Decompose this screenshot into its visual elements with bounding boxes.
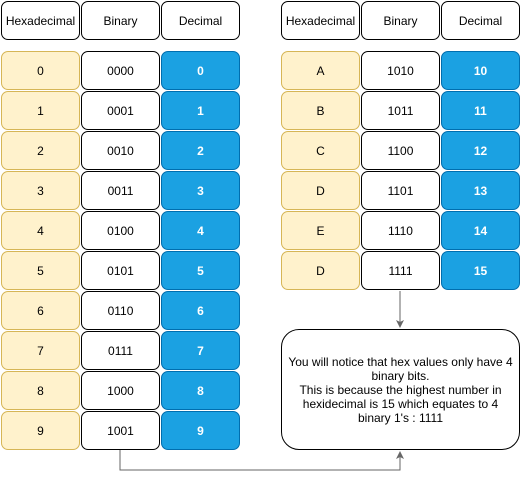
left-hex-cell: 4 xyxy=(1,211,80,250)
explanation-note: You will notice that hex values only hav… xyxy=(281,329,520,450)
left-bin-cell: 0010 xyxy=(81,131,160,170)
right-hex-cell: E xyxy=(281,211,360,250)
left-bin-cell: 0111 xyxy=(81,331,160,370)
right-bin-cell: 1010 xyxy=(361,51,440,90)
left-hex-cell: 7 xyxy=(1,331,80,370)
note-line-2: This is because the highest number in he… xyxy=(299,382,502,425)
right-bin-cell: 1110 xyxy=(361,211,440,250)
left-bin-cell: 0110 xyxy=(81,291,160,330)
left-bin-cell: 0001 xyxy=(81,91,160,130)
left-hex-cell: 5 xyxy=(1,251,80,290)
right-hex-cell: C xyxy=(281,131,360,170)
right-header-decimal: Decimal xyxy=(441,1,520,40)
right-hex-cell: D xyxy=(281,171,360,210)
left-dec-cell: 8 xyxy=(161,371,240,410)
left-hex-cell: 8 xyxy=(1,371,80,410)
left-dec-cell: 1 xyxy=(161,91,240,130)
left-dec-cell: 9 xyxy=(161,411,240,450)
left-dec-cell: 7 xyxy=(161,331,240,370)
left-bin-cell: 1000 xyxy=(81,371,160,410)
left-hex-cell: 2 xyxy=(1,131,80,170)
left-header-hexadecimal: Hexadecimal xyxy=(1,1,80,40)
right-dec-cell: 11 xyxy=(441,91,520,130)
right-header-hexadecimal: Hexadecimal xyxy=(281,1,360,40)
left-hex-cell: 3 xyxy=(1,171,80,210)
left-bin-cell: 0000 xyxy=(81,51,160,90)
left-bin-cell: 0100 xyxy=(81,211,160,250)
left-hex-cell: 0 xyxy=(1,51,80,90)
right-hex-cell: B xyxy=(281,91,360,130)
right-dec-cell: 15 xyxy=(441,251,520,290)
left-dec-cell: 3 xyxy=(161,171,240,210)
left-bin-cell: 1001 xyxy=(81,411,160,450)
right-bin-cell: 1101 xyxy=(361,171,440,210)
right-dec-cell: 13 xyxy=(441,171,520,210)
right-hex-cell: A xyxy=(281,51,360,90)
right-hex-cell: D xyxy=(281,251,360,290)
right-dec-cell: 12 xyxy=(441,131,520,170)
right-bin-cell: 1111 xyxy=(361,251,440,290)
left-dec-cell: 4 xyxy=(161,211,240,250)
left-dec-cell: 6 xyxy=(161,291,240,330)
right-bin-cell: 1011 xyxy=(361,91,440,130)
left-header-decimal: Decimal xyxy=(161,1,240,40)
left-hex-cell: 6 xyxy=(1,291,80,330)
right-header-binary: Binary xyxy=(361,1,440,40)
left-dec-cell: 5 xyxy=(161,251,240,290)
left-dec-cell: 0 xyxy=(161,51,240,90)
arrow-left-table-to-note xyxy=(119,450,404,471)
left-hex-cell: 9 xyxy=(1,411,80,450)
right-bin-cell: 1100 xyxy=(361,131,440,170)
left-dec-cell: 2 xyxy=(161,131,240,170)
right-dec-cell: 14 xyxy=(441,211,520,250)
left-bin-cell: 0101 xyxy=(81,251,160,290)
left-hex-cell: 1 xyxy=(1,91,80,130)
left-bin-cell: 0011 xyxy=(81,171,160,210)
note-line-1: You will notice that hex values only hav… xyxy=(288,354,513,383)
right-dec-cell: 10 xyxy=(441,51,520,90)
left-header-binary: Binary xyxy=(81,1,160,40)
